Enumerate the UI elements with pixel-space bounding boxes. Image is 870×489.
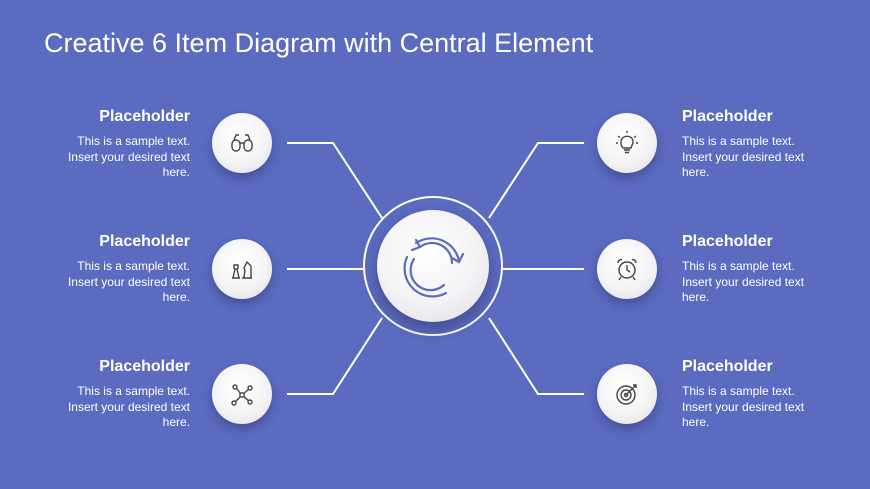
node-left-middle [212,239,272,299]
item-heading: Placeholder [682,108,773,125]
description-line: Insert your desired text [682,399,805,414]
slide-title: Creative 6 Item Diagram with Central Ele… [44,28,594,58]
item-text-left-bottom: Placeholder This is a sample text.Insert… [20,358,190,431]
description-line: This is a sample text. [682,134,795,148]
description-line: Insert your desired text [67,399,190,414]
description-line: This is a sample text. [682,259,795,273]
node-right-bottom [597,364,657,424]
description-line: here. [162,290,190,304]
description-line: here. [162,165,190,179]
network-nodes-icon [231,384,253,406]
description-line: Insert your desired text [682,149,805,164]
connector-left-top [287,142,383,219]
item-description: This is a sample text.Insert your desire… [682,384,852,431]
target-arrow-icon [616,384,637,405]
center-ring [363,196,503,336]
description-line: This is a sample text. [77,259,190,273]
item-description: This is a sample text.Insert your desire… [20,384,190,431]
item-heading: Placeholder [682,233,773,250]
item-description: This is a sample text.Insert your desire… [682,134,852,181]
item-text-right-middle: Placeholder This is a sample text.Insert… [682,233,852,306]
binoculars-icon [231,134,253,152]
node-right-middle [597,239,657,299]
connector-left-bottom [287,317,383,395]
item-heading: Placeholder [99,108,190,125]
description-line: Insert your desired text [67,274,190,289]
lightbulb-icon [616,131,638,154]
refresh-cycle-icon [403,237,465,298]
alarm-clock-icon [617,258,637,281]
chess-pieces-icon [232,260,252,279]
description-line: here. [682,165,710,179]
connector-right-bottom [488,317,584,395]
item-description: This is a sample text.Insert your desire… [682,259,852,306]
description-line: This is a sample text. [77,134,190,148]
description-line: here. [162,415,190,429]
description-line: This is a sample text. [682,384,795,398]
item-heading: Placeholder [682,358,773,375]
description-line: here. [682,415,710,429]
description-line: This is a sample text. [77,384,190,398]
node-left-bottom [212,364,272,424]
item-description: This is a sample text.Insert your desire… [20,259,190,306]
description-line: here. [682,290,710,304]
item-text-left-middle: Placeholder This is a sample text.Insert… [20,233,190,306]
item-heading: Placeholder [99,358,190,375]
description-line: Insert your desired text [67,149,190,164]
item-text-left-top: Placeholder This is a sample text.Insert… [20,108,190,181]
node-right-top [597,113,657,173]
node-left-top [212,113,272,173]
description-line: Insert your desired text [682,274,805,289]
connector-right-top [488,142,584,219]
item-text-right-bottom: Placeholder This is a sample text.Insert… [682,358,852,431]
item-text-right-top: Placeholder This is a sample text.Insert… [682,108,852,181]
item-description: This is a sample text.Insert your desire… [20,134,190,181]
center-node [377,210,489,322]
item-heading: Placeholder [99,233,190,250]
